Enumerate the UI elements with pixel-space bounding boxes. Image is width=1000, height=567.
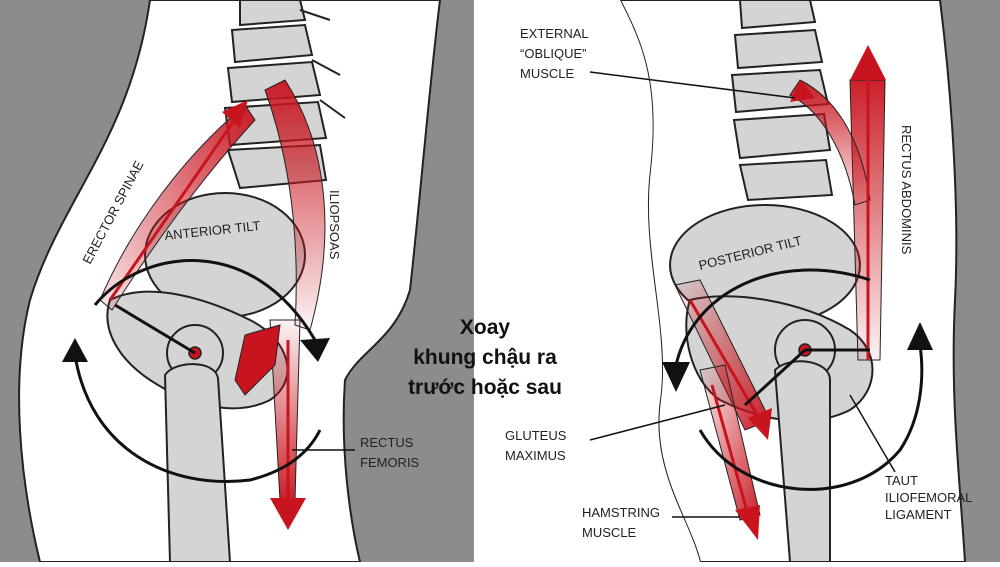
hamstring-arrowhead	[735, 505, 760, 540]
right-tilt-arc	[673, 268, 871, 371]
gluteus-arrowhead	[748, 408, 772, 440]
ligament-label-3: LIGAMENT	[885, 507, 952, 522]
hamstring-label-2: MUSCLE	[582, 525, 637, 540]
left-iliopsoas-muscle	[264, 79, 326, 331]
left-erector-arrow	[108, 111, 242, 301]
caption-line-3: trước hoặc sau	[408, 376, 562, 399]
right-panel: POSTERIOR TILT EXTERNAL “OBLIQUE” MUSCLE…	[478, 0, 1000, 563]
external-oblique-muscle	[789, 79, 871, 206]
caption-line-2: khung chậu ra	[413, 346, 557, 369]
oblique-leader	[589, 71, 796, 99]
oblique-label-1: EXTERNAL	[520, 26, 589, 41]
right-femur-line	[743, 348, 807, 407]
rectus-abdominis-arrowhead	[850, 45, 886, 80]
rectus-abdominis-label: RECTUS ABDOMINIS	[899, 125, 914, 255]
caption-line-1: Xoay	[460, 316, 511, 339]
hamstring-muscle	[699, 364, 761, 521]
ligament-label-2: ILIOFEMORAL	[885, 490, 972, 505]
left-rotation-arrowhead	[62, 338, 88, 362]
left-tilt-arc	[93, 259, 317, 341]
right-femur	[773, 360, 831, 563]
caption: Xoay khung chậu ra trước hoặc sau	[408, 316, 562, 399]
left-tilt-arc-arrowhead	[300, 338, 330, 362]
rectus-femoris-label-2: FEMORIS	[360, 455, 420, 470]
left-pelvis-line	[114, 303, 196, 355]
gluteus-label-1: GLUTEUS	[505, 428, 567, 443]
rectus-femoris-label-1: RECTUS	[360, 435, 414, 450]
ligament-leader	[849, 394, 896, 473]
ligament-label-1: TAUT	[885, 473, 918, 488]
oblique-label-2: “OBLIQUE”	[520, 46, 586, 61]
hamstring-label-1: HAMSTRING	[582, 505, 660, 520]
right-rotation-arc	[698, 344, 924, 491]
right-body-fill	[478, 0, 700, 562]
iliopsoas-label: ILIOPSOAS	[327, 190, 342, 260]
right-spine	[730, 0, 834, 202]
right-tilt-arc-arrowhead	[662, 362, 690, 392]
left-red-blob	[234, 324, 281, 396]
left-rotation-arc	[73, 354, 322, 483]
oblique-arrowhead	[790, 80, 815, 102]
left-rectus-arrowhead	[270, 498, 306, 530]
gluteus-leader	[589, 404, 726, 441]
gluteus-label-2: MAXIMUS	[505, 448, 566, 463]
left-panel: ANTERIOR TILT ERECTOR SPINAE ILIOPSOAS R…	[0, 0, 500, 563]
left-femur	[163, 363, 232, 563]
right-rotation-arrowhead	[907, 322, 933, 350]
oblique-label-3: MUSCLE	[520, 66, 575, 81]
left-erector-arrowhead	[222, 100, 248, 128]
